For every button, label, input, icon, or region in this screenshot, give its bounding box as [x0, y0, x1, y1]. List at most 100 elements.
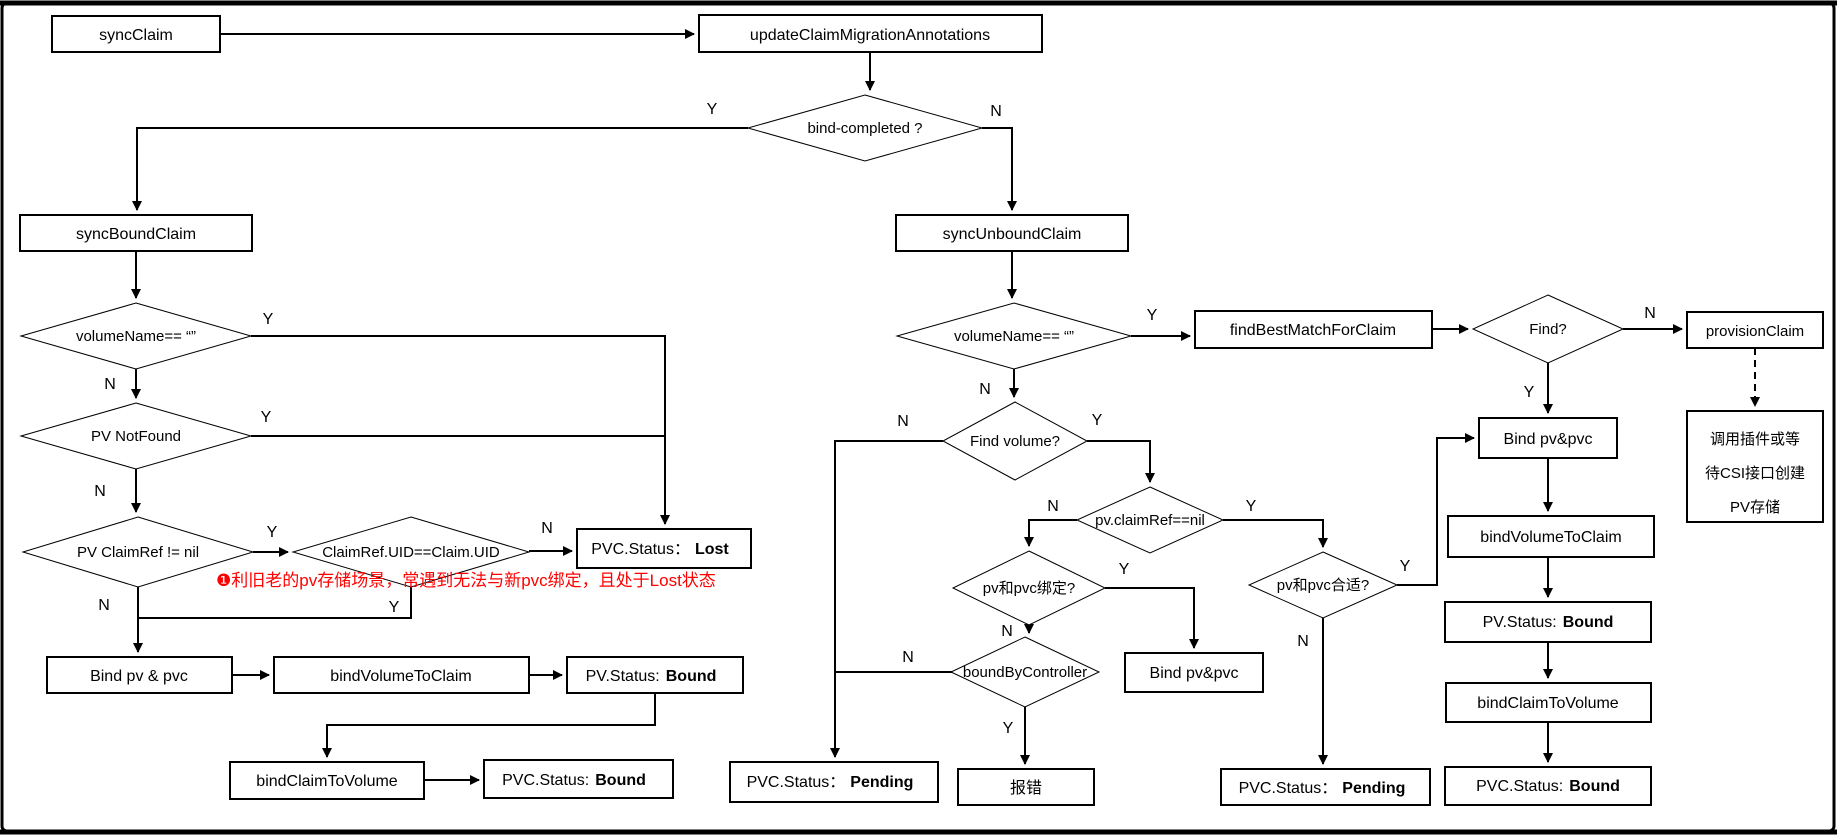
label-claimrefnil-no: N — [1047, 498, 1059, 515]
node-sync-bound-claim: syncBoundClaim — [19, 214, 253, 252]
node-bind-volume-to-claim-left: bindVolumeToClaim — [273, 656, 530, 694]
decision-pv-pvc-suitable: pv和pvc合适? — [1247, 551, 1399, 619]
node-pvc-status-bound-left: PVC.Status:Bound — [483, 759, 674, 799]
node-pvc-status-pending-mid: PVC.Status：Pending — [729, 761, 939, 803]
node-pvc-status-lost: PVC.Status：Lost — [576, 528, 752, 569]
annotation-marker-icon: ❶ — [216, 571, 231, 590]
label-findvolume-no: N — [897, 413, 909, 430]
node-sync-claim: syncClaim — [51, 15, 221, 53]
decision-label: pv.claimRef==nil — [1095, 512, 1205, 529]
branch-labels: Y N Y N Y N Y N Y N Y N N Y N Y N Y Y N … — [94, 101, 1656, 737]
decision-label: PV ClaimRef != nil — [77, 544, 199, 561]
decision-label: boundByController — [963, 664, 1087, 681]
node-find-best-match-for-claim: findBestMatchForClaim — [1194, 310, 1433, 349]
decision-find-volume: Find volume? — [941, 401, 1089, 481]
label-pvnotfound-yes: Y — [261, 409, 272, 426]
node-bind-claim-to-volume-right: bindClaimToVolume — [1445, 682, 1652, 723]
label-uid-yes: Y — [389, 599, 400, 616]
label-controller-yes: Y — [1003, 720, 1014, 737]
label-suitable-yes: Y — [1400, 558, 1411, 575]
node-label: PV.Status:Bound — [1483, 614, 1614, 631]
node-label: syncUnboundClaim — [943, 226, 1082, 243]
node-label-line3: PV存储 — [1730, 499, 1780, 516]
decision-pv-pvc-bound: pv和pvc绑定? — [951, 550, 1107, 626]
label-volumename-right-yes: Y — [1147, 307, 1158, 324]
node-label: updateClaimMigrationAnnotations — [750, 27, 990, 44]
node-label: Bind pv&pvc — [1150, 665, 1239, 682]
decision-label: ClaimRef.UID==Claim.UID — [322, 544, 500, 561]
node-label: bindClaimToVolume — [1477, 695, 1619, 712]
edge-bindcompleted-y-syncbound — [132, 127, 748, 211]
label-claimref-no: N — [98, 597, 110, 614]
edge-findvolume-n-pending — [830, 440, 943, 758]
node-sync-unbound-claim: syncUnboundClaim — [895, 214, 1129, 252]
label-pvpvcbound-no: N — [1001, 623, 1013, 640]
node-label: PVC.Status:Bound — [1476, 778, 1620, 795]
edge-suitable-y-bindright — [1397, 433, 1475, 586]
node-label: provisionClaim — [1706, 323, 1804, 340]
label-claimref-yes: Y — [267, 524, 278, 541]
label-pvpvcbound-yes: Y — [1119, 561, 1130, 578]
label-bindcompleted-yes: Y — [707, 101, 718, 118]
edge-uid-y-join — [138, 587, 412, 619]
decision-label: volumeName== “” — [76, 328, 196, 345]
decision-label: PV NotFound — [91, 428, 181, 445]
label-uid-no: N — [541, 520, 553, 537]
decision-label: Find volume? — [970, 433, 1060, 450]
node-label: PV.Status:Bound — [586, 668, 717, 685]
node-label: bindVolumeToClaim — [1480, 529, 1621, 546]
node-error-report: 报错 — [957, 768, 1095, 806]
node-label: Bind pv & pvc — [90, 668, 188, 685]
label-volumename-left-no: N — [104, 376, 116, 393]
label-claimrefnil-yes: Y — [1246, 498, 1257, 515]
label-pvnotfound-no: N — [94, 483, 106, 500]
label-findq-yes: Y — [1524, 384, 1535, 401]
decision-pv-claimref-not-nil: PV ClaimRef != nil — [21, 516, 255, 588]
edge-findvolume-y-claimrefnil — [1087, 440, 1155, 483]
node-pvc-status-bound-right: PVC.Status:Bound — [1444, 766, 1652, 806]
decision-label: bind-completed ? — [807, 120, 922, 137]
node-pv-status-bound-right: PV.Status:Bound — [1444, 601, 1652, 643]
decision-bind-completed: bind-completed ? — [746, 94, 984, 162]
node-update-claim-migration-annotations: updateClaimMigrationAnnotations — [698, 14, 1043, 53]
node-label: PVC.Status：Pending — [747, 774, 914, 791]
node-pv-status-bound-left: PV.Status:Bound — [566, 656, 744, 694]
label-volumename-right-no: N — [979, 381, 991, 398]
label-suitable-no: N — [1297, 633, 1309, 650]
label-volumename-left-yes: Y — [263, 311, 274, 328]
decision-pv-claimref-eq-nil: pv.claimRef==nil — [1075, 486, 1225, 554]
decision-label: pv和pvc合适? — [1277, 577, 1370, 594]
edge-claimrefnil-y-suitable — [1223, 519, 1328, 548]
decision-find-q: Find? — [1471, 294, 1625, 364]
edge-pvpvcbound-y-bindmid — [1105, 587, 1199, 649]
edge-claimrefnil-n-pvpvcbound — [1024, 519, 1077, 547]
decision-label: Find? — [1529, 321, 1567, 338]
node-label-line2: 待CSI接口创建 — [1705, 465, 1805, 482]
lost-annotation: ❶利旧老的pv存储场景，常遇到无法与新pvc绑定，且处于Lost状态 — [216, 571, 716, 590]
decision-claimref-uid-eq-claim-uid: ClaimRef.UID==Claim.UID — [291, 516, 531, 588]
node-bind-pv-pvc-right: Bind pv&pvc — [1478, 417, 1618, 459]
node-label: syncClaim — [99, 27, 173, 44]
decision-pv-not-found: PV NotFound — [19, 402, 253, 470]
node-label-line1: 调用插件或等 — [1710, 430, 1800, 448]
edge-pvbound-bindclaim — [322, 693, 656, 758]
node-label: 报错 — [1010, 779, 1042, 797]
edges — [131, 29, 1760, 785]
node-bind-claim-to-volume-left: bindClaimToVolume — [229, 761, 425, 800]
node-label: findBestMatchForClaim — [1230, 322, 1396, 339]
label-findvolume-yes: Y — [1092, 412, 1103, 429]
node-bind-pv-pvc-left: Bind pv & pvc — [46, 656, 233, 694]
node-label: bindVolumeToClaim — [330, 668, 471, 685]
edge-volumename-y-lost — [251, 335, 670, 525]
decision-label: volumeName== “” — [954, 328, 1074, 345]
label-bindcompleted-no: N — [990, 103, 1002, 120]
node-label: PVC.Status：Lost — [591, 541, 729, 558]
node-pvc-status-pending-right: PVC.Status：Pending — [1220, 768, 1431, 806]
node-label: Bind pv&pvc — [1504, 431, 1593, 448]
decision-volume-name-empty-right: volumeName== “” — [895, 302, 1133, 370]
decision-volume-name-empty-left: volumeName== “” — [19, 302, 253, 370]
label-controller-no: N — [902, 649, 914, 666]
node-bind-volume-to-claim-right: bindVolumeToClaim — [1447, 515, 1655, 558]
